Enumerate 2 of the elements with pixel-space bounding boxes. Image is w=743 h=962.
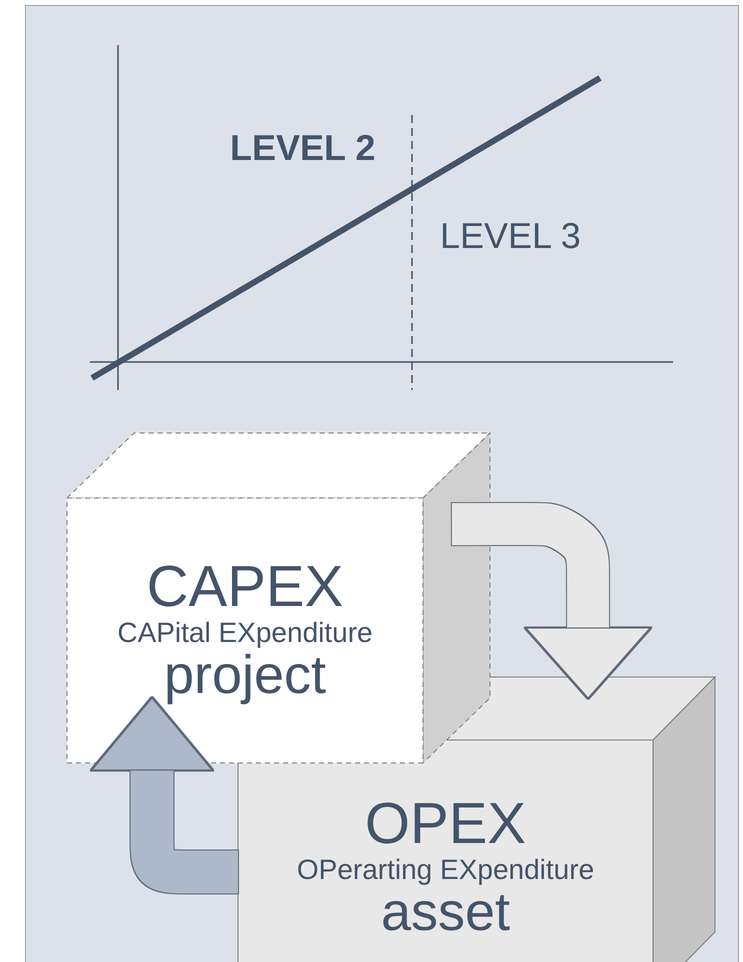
level-label: LEVEL 3	[440, 218, 581, 254]
level-label: LEVEL 2	[230, 130, 376, 166]
